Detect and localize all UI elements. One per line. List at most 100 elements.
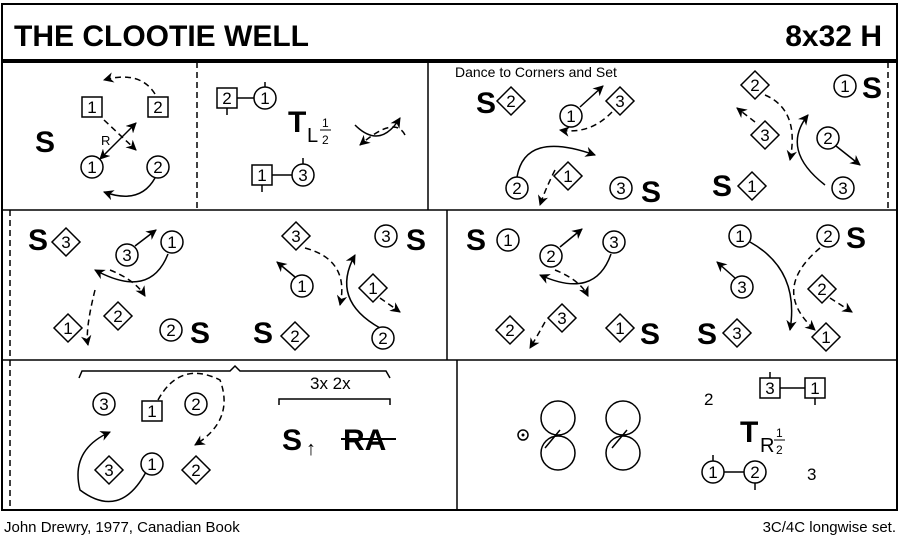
rights-and-lefts-label: RA	[343, 424, 386, 457]
dancer-number: 1	[708, 463, 717, 482]
dancer-number: 2	[290, 327, 299, 346]
arrow	[99, 122, 137, 160]
dancer-circle: 1	[496, 228, 520, 252]
dancer-diamond: 3	[604, 85, 636, 117]
hand-label: R	[760, 435, 774, 457]
dancer-number: 1	[840, 77, 849, 96]
dancer-number: 2	[823, 129, 832, 148]
rights-label: R	[101, 133, 110, 148]
dancer-number: 3	[838, 179, 847, 198]
dancer-diamond: 3	[50, 226, 82, 258]
dancer-circle: 3	[602, 230, 626, 254]
dancer-number: 1	[297, 277, 306, 296]
diagram-box	[1, 61, 898, 511]
footer-set-type: 3C/4C longwise set.	[763, 519, 896, 536]
dancer-number: 2	[512, 179, 521, 198]
position-label: 3	[807, 465, 816, 484]
dancer-square: 1	[81, 96, 103, 118]
dancer-number: 1	[566, 107, 575, 126]
dancer-number: 1	[735, 227, 744, 246]
dancer-number: 2	[378, 329, 387, 348]
repeat-label: 3x 2x	[310, 374, 351, 393]
dancer-number: 2	[153, 158, 162, 177]
dancer-number: 2	[546, 247, 555, 266]
dancer-circle: 2	[816, 126, 840, 150]
set-label: S	[35, 126, 55, 159]
dancer-number: 3	[615, 92, 624, 111]
dancer-diamond: 1	[357, 272, 389, 304]
dancer-number: 3	[381, 227, 390, 246]
dancer-number: 2	[750, 463, 759, 482]
dancer-diamond: 1	[810, 321, 842, 353]
dancer-number: 1	[368, 279, 377, 298]
figure-caption: Dance to Corners and Set	[455, 64, 617, 80]
dancer-circle: 2	[816, 224, 840, 248]
dancer-diamond: 3	[93, 454, 125, 486]
dancer-circle: 2	[159, 318, 183, 342]
dancer-square: 1	[141, 400, 163, 422]
dancer-number: 1	[147, 455, 156, 474]
dancer-circle: 2	[146, 155, 170, 179]
fraction-den: 2	[776, 443, 783, 457]
set-label: S	[712, 170, 732, 203]
dance-format: 8x32 H	[785, 20, 882, 53]
dancer-diamond: 2	[494, 314, 526, 346]
dancer-number: 3	[732, 324, 741, 343]
figure-eight-loop	[605, 400, 641, 436]
dancer-number: 3	[104, 461, 113, 480]
dancer-diamond: 2	[180, 454, 212, 486]
figure-eight-loop	[540, 400, 576, 436]
dancer-number: 1	[167, 233, 176, 252]
dancer-number: 3	[122, 246, 131, 265]
dancer-circle: 1	[140, 452, 164, 476]
repeat-bracket	[278, 398, 391, 405]
dancer-number: 3	[557, 309, 566, 328]
dancer-number: 2	[166, 321, 175, 340]
dancer-circle: 1	[253, 86, 277, 110]
dancer-circle: 1	[160, 230, 184, 254]
dancer-number: 3	[616, 179, 625, 198]
arrow	[102, 72, 156, 95]
dancer-circle: 3	[374, 224, 398, 248]
set-arrow: ↑	[306, 438, 316, 460]
dancer-diamond: 3	[546, 302, 578, 334]
dancer-square: 3	[759, 377, 781, 399]
dancer-diamond: 3	[721, 317, 753, 349]
phrase-bracket	[78, 364, 391, 379]
dancer-circle: 1	[833, 74, 857, 98]
dancer-number: 1	[257, 166, 266, 185]
dancer-circle: 2	[184, 392, 208, 416]
dancer-circle: 3	[609, 176, 633, 200]
dancer-number: 1	[503, 231, 512, 250]
dancer-number: 3	[609, 233, 618, 252]
title-box	[1, 3, 898, 61]
dancer-circle: 1	[701, 460, 725, 484]
dancer-circle: 3	[831, 176, 855, 200]
dance-title: THE CLOOTIE WELL	[14, 20, 309, 53]
set-label: S	[476, 87, 496, 120]
dancer-diamond: 3	[280, 220, 312, 252]
dancer-square: 1	[251, 164, 273, 186]
set-label: S	[190, 317, 210, 350]
dancer-circle: 1	[80, 155, 104, 179]
dancer-number: 3	[99, 395, 108, 414]
dancer-circle: 3	[115, 243, 139, 267]
hand-label: L	[307, 125, 318, 147]
turn-label: T	[740, 416, 758, 449]
arrow	[103, 177, 156, 201]
figure-eight-loop	[540, 435, 576, 471]
set-label: S	[406, 224, 426, 257]
dancer-number: 2	[750, 76, 759, 95]
dancer-square: 2	[216, 87, 238, 109]
dancer-diamond: 1	[736, 170, 768, 202]
set-label: S	[862, 72, 882, 105]
dancer-number: 1	[87, 158, 96, 177]
dancer-circle: 2	[371, 326, 395, 350]
fraction-num: 1	[776, 426, 783, 440]
footer-credit: John Drewry, 1977, Canadian Book	[4, 519, 240, 536]
dancer-diamond: 1	[552, 160, 584, 192]
dancer-circle: 3	[291, 163, 315, 187]
reference-dot	[517, 429, 529, 441]
fraction-num: 1	[322, 116, 329, 130]
